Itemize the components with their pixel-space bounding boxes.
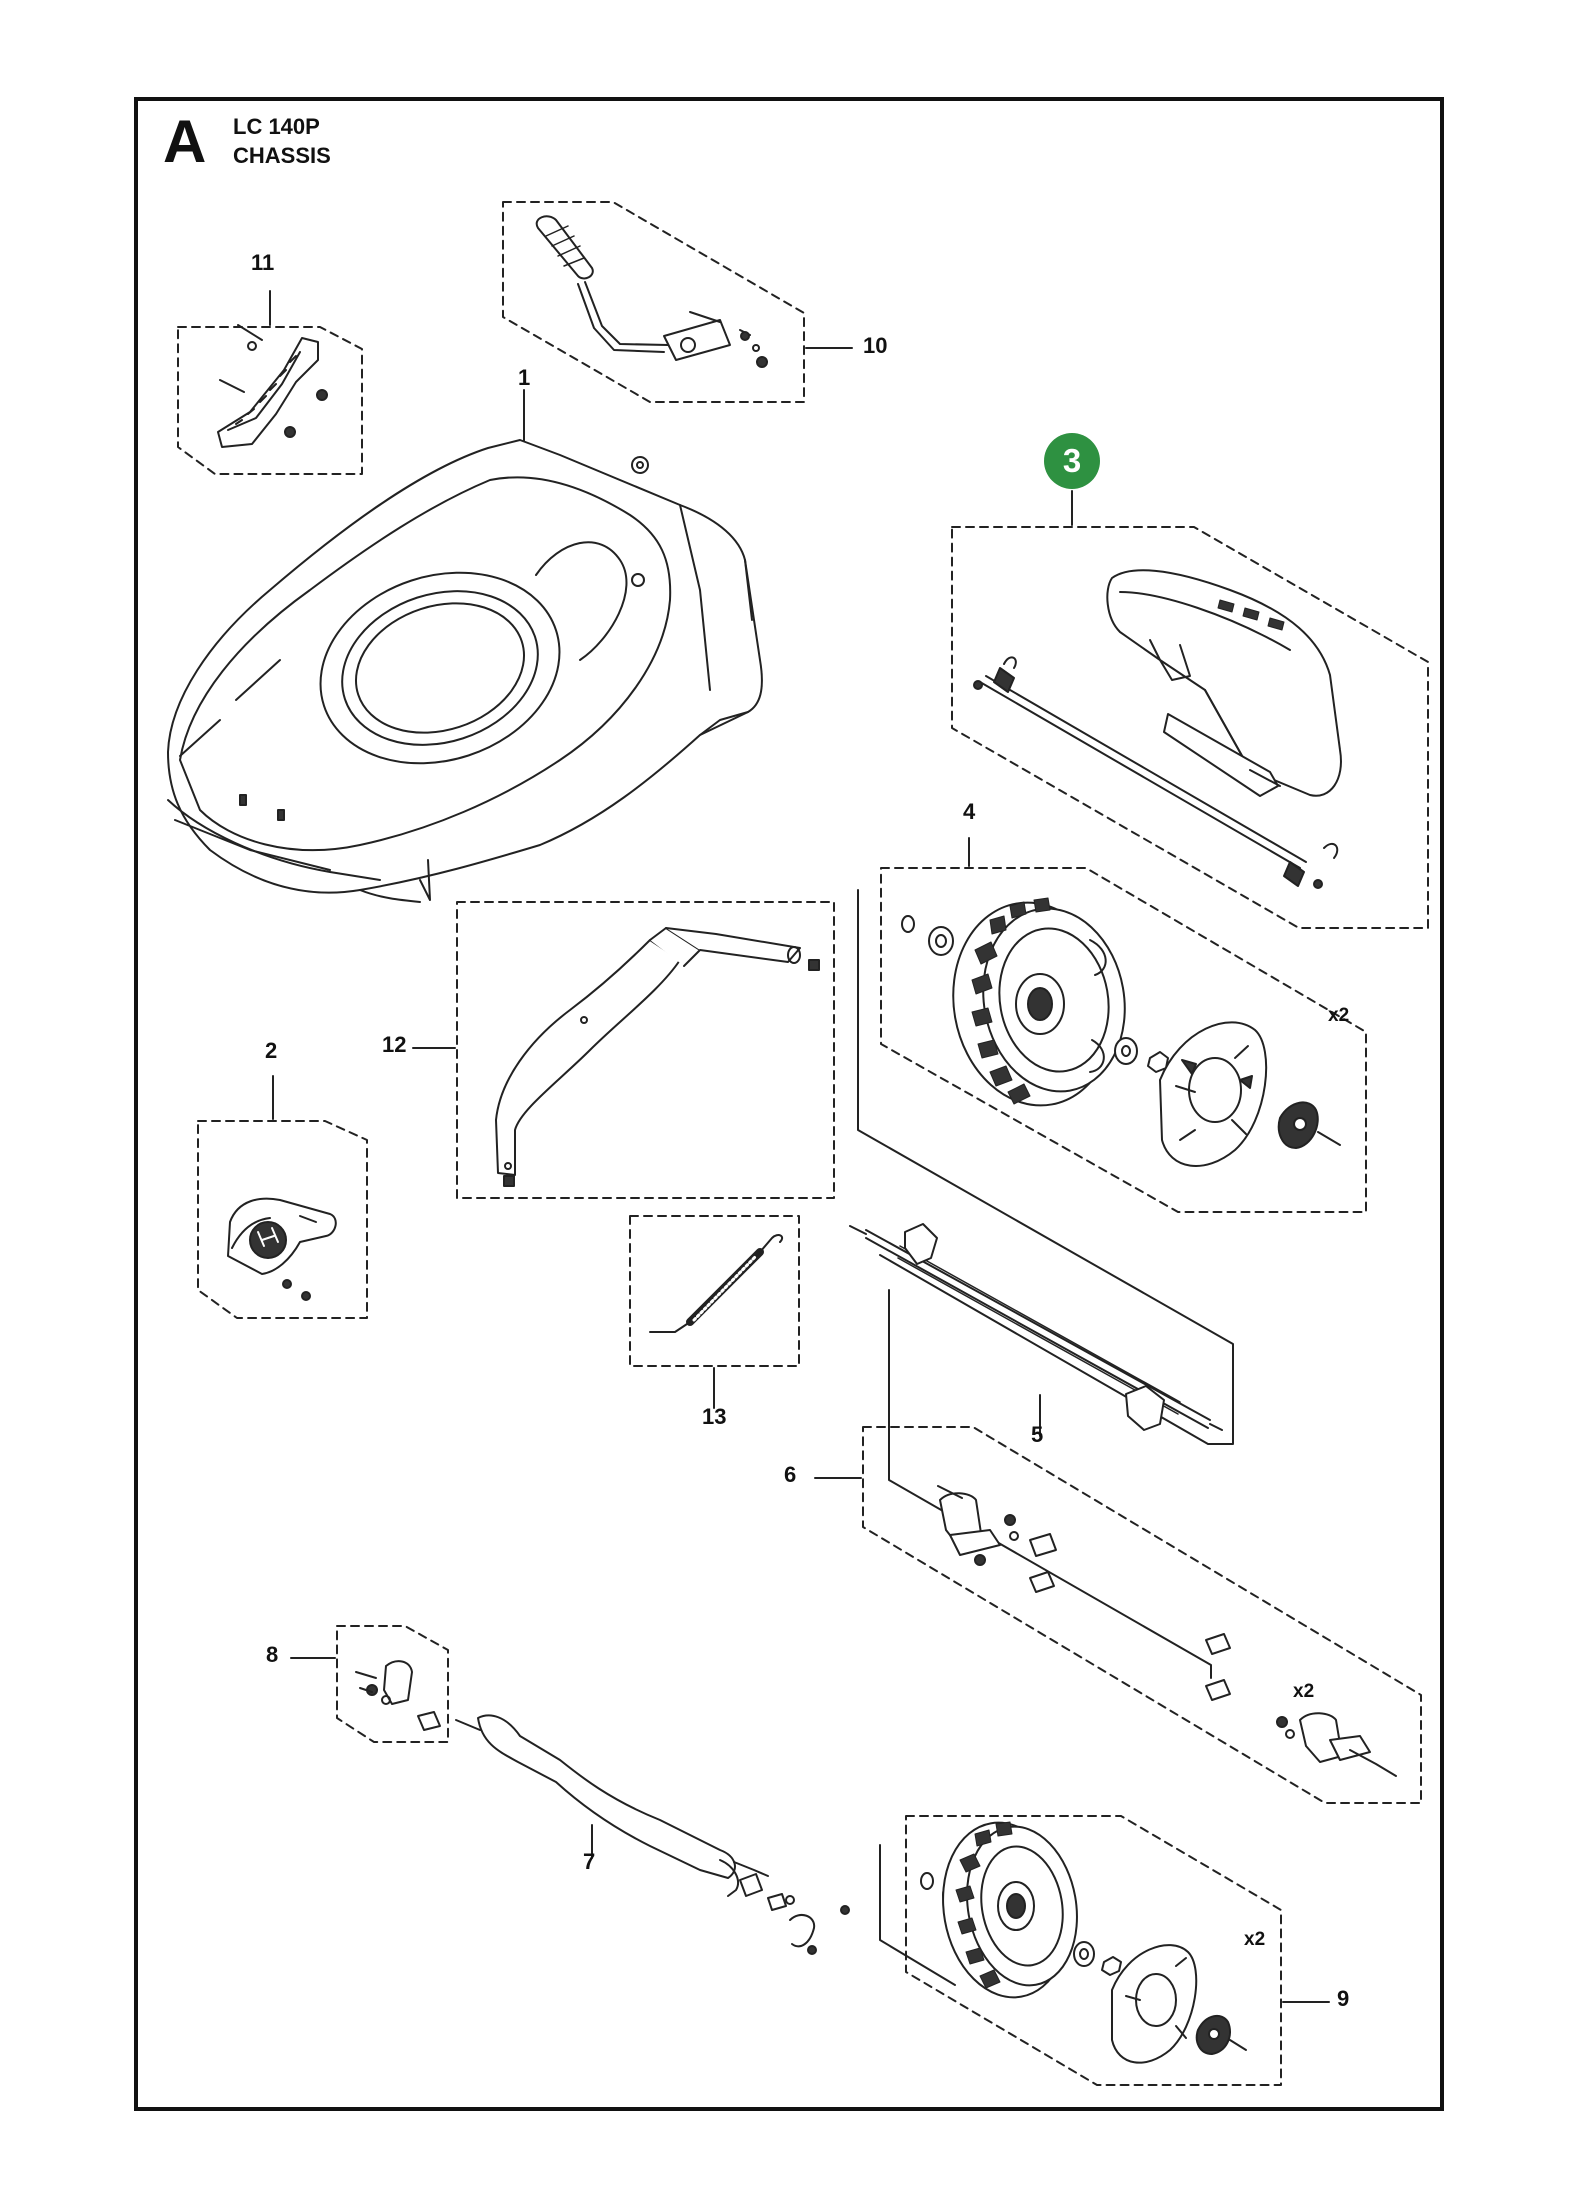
logo-cover-drawing bbox=[227, 1197, 337, 1301]
callout-10[interactable]: 10 bbox=[863, 333, 888, 358]
diagram-title: CHASSIS bbox=[233, 143, 331, 168]
deck-housing-drawing bbox=[167, 439, 763, 903]
axle-bracket-qty: x2 bbox=[1293, 1681, 1315, 1702]
section-letter: A bbox=[163, 108, 207, 175]
rear-wheel-qty: x2 bbox=[1244, 1929, 1266, 1950]
handle-bar-drawing bbox=[495, 927, 820, 1187]
group-box-4 bbox=[880, 867, 1367, 1213]
highlighted-part-badge[interactable]: 3 bbox=[1044, 433, 1100, 489]
callout-8[interactable]: 8 bbox=[266, 1642, 279, 1667]
group-box-11 bbox=[177, 326, 363, 475]
rear-flap-drawing bbox=[973, 569, 1342, 889]
group-box-8 bbox=[336, 1625, 449, 1743]
front-wheel-drawing bbox=[901, 897, 1341, 1167]
callout-2[interactable]: 2 bbox=[265, 1038, 278, 1063]
callout-1[interactable]: 1 bbox=[518, 365, 531, 390]
callout-6[interactable]: 6 bbox=[784, 1462, 797, 1487]
diagram-frame bbox=[134, 97, 1444, 2111]
group-box-2 bbox=[197, 1120, 368, 1319]
callout-5[interactable]: 5 bbox=[1031, 1422, 1044, 1447]
axle-drawing bbox=[849, 1223, 1223, 1431]
clip-bracket-drawing bbox=[355, 1660, 441, 1731]
group-box-12 bbox=[456, 901, 835, 1199]
rear-wheel-drawing bbox=[920, 1821, 1247, 2064]
group-box-9 bbox=[905, 1815, 1282, 2086]
front-wheel-qty: x2 bbox=[1328, 1005, 1350, 1026]
rear-axle-rod-drawing bbox=[455, 1714, 850, 1955]
callout-13[interactable]: 13 bbox=[702, 1404, 727, 1429]
callout-12[interactable]: 12 bbox=[382, 1032, 407, 1057]
spring-drawing bbox=[649, 1234, 784, 1333]
model-name: LC 140P bbox=[233, 114, 320, 139]
callout-7[interactable]: 7 bbox=[583, 1849, 596, 1874]
group-box-10 bbox=[502, 201, 805, 403]
hinge-bracket-drawing bbox=[217, 324, 328, 448]
callout-11[interactable]: 11 bbox=[251, 250, 275, 275]
callout-4[interactable]: 4 bbox=[963, 799, 976, 824]
callout-9[interactable]: 9 bbox=[1337, 1986, 1350, 2011]
group-box-6 bbox=[862, 1426, 1422, 1804]
height-lever-drawing bbox=[535, 215, 768, 368]
axle-bushings-drawing bbox=[937, 1485, 1397, 1777]
group-box-13 bbox=[629, 1215, 800, 1367]
group-box-3 bbox=[951, 526, 1429, 929]
